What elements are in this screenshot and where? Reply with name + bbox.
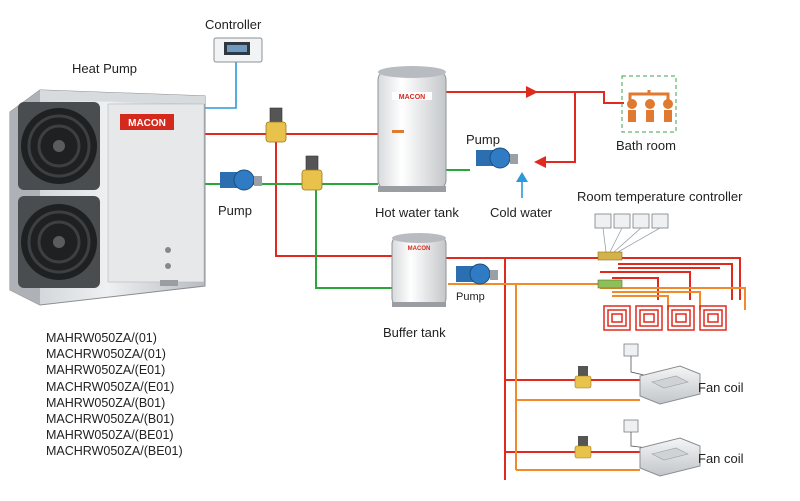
label-pump-3: Pump: [456, 291, 485, 303]
model-item: MACHRW050ZA/(BE01): [46, 444, 183, 459]
model-item: MACHRW050ZA/(B01): [46, 412, 175, 427]
hot-water-tank: MACON: [377, 66, 447, 192]
label-pump-2: Pump: [466, 132, 500, 147]
circulation-pump-2: [476, 147, 518, 169]
manifold-supply: [597, 251, 623, 261]
fan-coil-valve-1: [574, 366, 592, 389]
three-way-valve-2: [301, 155, 323, 191]
three-way-valve-1: [265, 107, 287, 143]
model-item: MACHRW050ZA/(E01): [46, 379, 175, 394]
buffer-tank-logo: MACON: [408, 246, 431, 252]
heat-pump-unit: MACON: [9, 89, 206, 306]
buffer-tank: MACON: [391, 233, 447, 307]
label-buffer-tank: Buffer tank: [383, 325, 446, 340]
manifold-return: [597, 279, 623, 289]
label-heat-pump: Heat Pump: [72, 61, 138, 76]
bath-room-fixtures: [621, 75, 677, 133]
label-cold-water: Cold water: [490, 205, 553, 220]
model-item: MACHRW050ZA/(01): [46, 347, 166, 362]
cold-water-arrow: [516, 172, 528, 182]
fan-coil-valve-2: [574, 436, 592, 459]
model-list: MAHRW050ZA/(01) MACHRW050ZA/(01) MAHRW05…: [46, 330, 183, 460]
fan-coil-thermostat-1: [623, 343, 649, 377]
label-fan-coil-2: Fan coil: [698, 451, 744, 466]
label-controller: Controller: [205, 17, 262, 32]
fan-coil-unit-1: [639, 365, 701, 405]
hot-pipes: [205, 91, 741, 480]
wall-controller: [213, 37, 263, 63]
fan-coil-thermostat-2: [623, 419, 649, 449]
model-item: MAHRW050ZA/(01): [46, 331, 157, 345]
label-hot-water-tank: Hot water tank: [375, 205, 459, 220]
room-thermostats: [594, 213, 669, 229]
thermostat-wires: [602, 227, 661, 253]
label-room-temperature-controller: Room temperature controller: [577, 189, 743, 204]
heat-pump-logo-badge: [120, 114, 174, 130]
label-pump-1: Pump: [218, 203, 252, 218]
model-item: MAHRW050ZA/(BE01): [46, 428, 174, 443]
flow-arrow-hot: [526, 86, 538, 98]
label-bath-room: Bath room: [616, 138, 676, 153]
fan-grille-bottom: [18, 196, 100, 288]
fan-coil-unit-2: [639, 437, 701, 477]
fan-grille-top: [18, 102, 100, 190]
flow-arrow-return: [534, 156, 546, 168]
warm-pipes: [448, 283, 746, 471]
heat-pump-logo: MACON: [128, 118, 166, 129]
circulation-pump-1: [220, 169, 262, 191]
hot-tank-logo: MACON: [399, 94, 425, 101]
floor-heating-coils: [603, 305, 727, 331]
circulation-pump-3: [456, 263, 498, 285]
label-fan-coil-1: Fan coil: [698, 380, 744, 395]
model-item: MAHRW050ZA/(E01): [46, 363, 166, 378]
model-item: MAHRW050ZA/(B01): [46, 395, 166, 410]
